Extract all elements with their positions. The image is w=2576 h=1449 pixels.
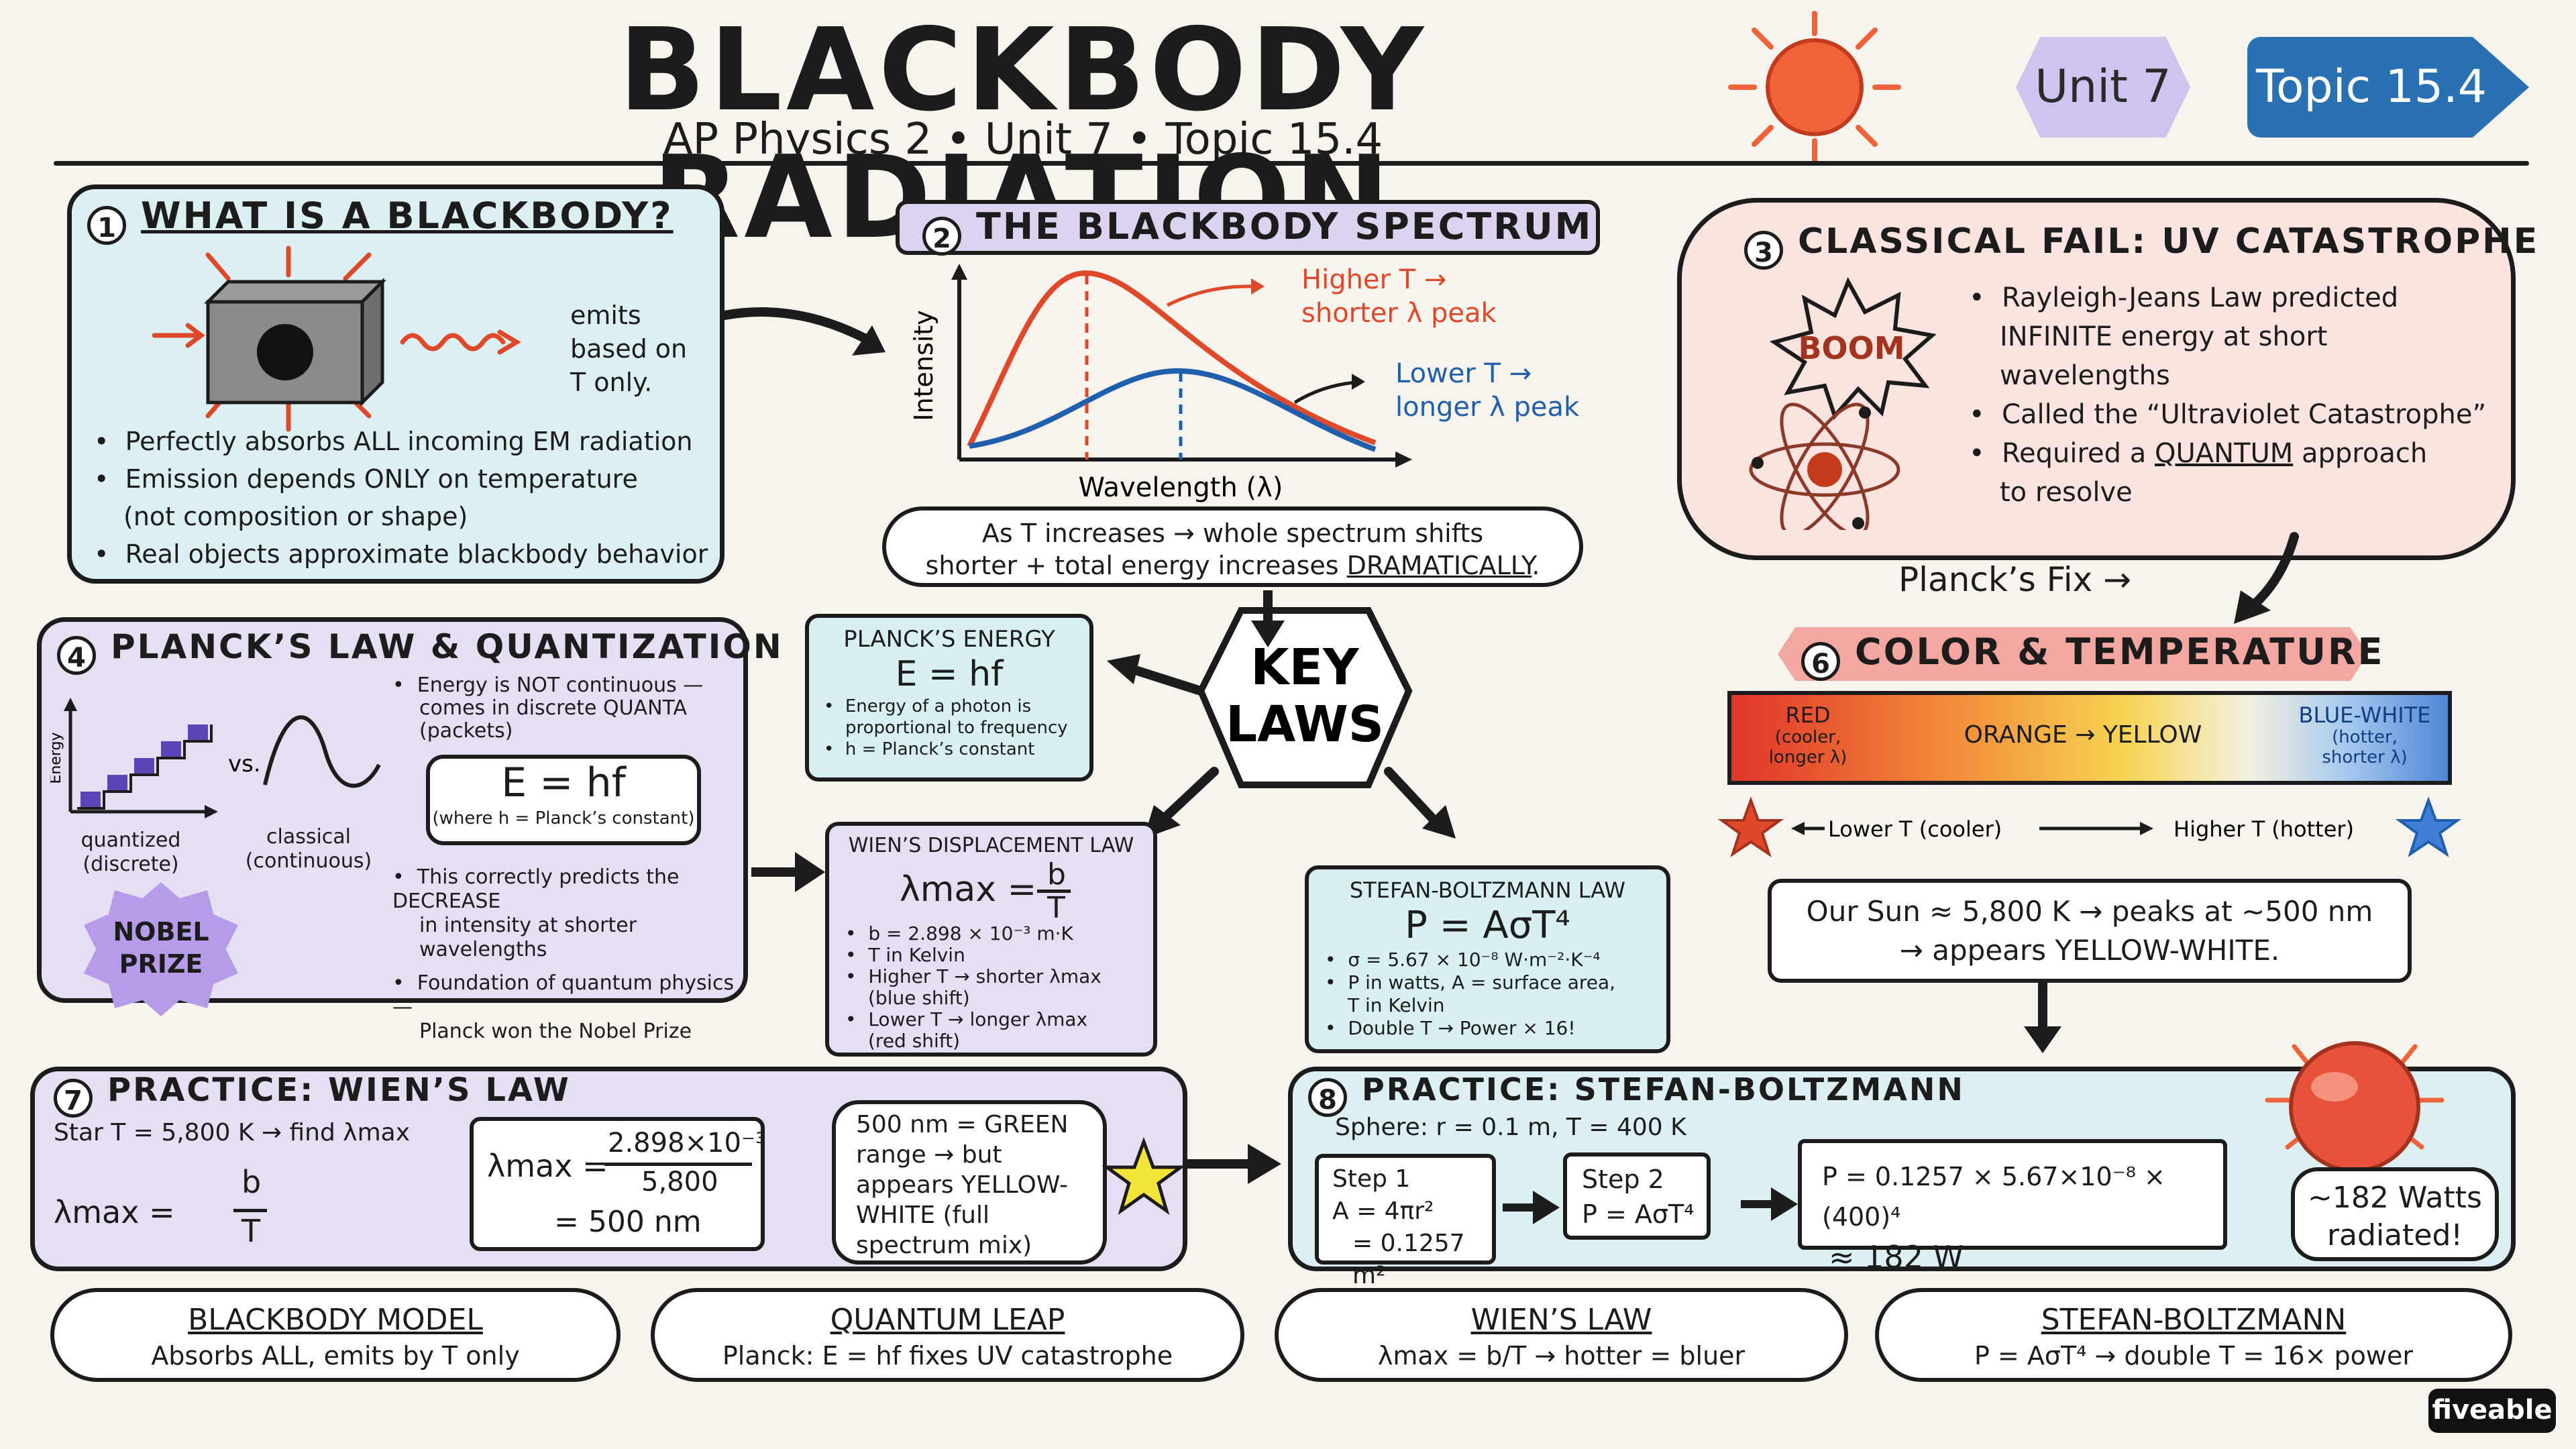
section-header-banner xyxy=(896,200,1600,255)
result-bubble: ~182 Watts radiated! xyxy=(2291,1167,2499,1261)
section-number: 8 xyxy=(1308,1077,1347,1117)
higher-t-label: Higher T → xyxy=(1301,264,1446,295)
key-laws-hub: KEY LAWS xyxy=(1107,590,1456,839)
bullet: • Real objects approximate blackbody beh… xyxy=(94,539,708,569)
spectrum-note: As T increases → whole spectrum shifts s… xyxy=(882,506,1583,587)
energy-axis-label: Energy xyxy=(50,732,64,784)
higher-t-label: Higher T (hotter) xyxy=(2174,816,2354,842)
bullet: • Emission depends ONLY on temperature xyxy=(94,464,638,494)
key-laws-label: KEY xyxy=(1250,639,1360,696)
chart-ylabel: Intensity xyxy=(909,310,938,421)
wien-formula: λmax = b T xyxy=(54,1161,282,1249)
emits-label: emits xyxy=(570,301,641,330)
summary-card: STEFAN-BOLTZMANN P = AσT⁴ → double T = 1… xyxy=(1875,1288,2512,1382)
boom-atom-icon: BOOM xyxy=(1749,277,1937,530)
wien-law-card: WIEN’S DISPLACEMENT LAW λmax = b T • b =… xyxy=(825,822,1157,1057)
section-number: 6 xyxy=(1801,641,1840,681)
arrow-icon xyxy=(2234,532,2299,624)
section-number: 7 xyxy=(54,1078,93,1118)
arrow-icon xyxy=(720,307,885,356)
topic-tag xyxy=(2247,37,2529,138)
fiveable-logo: fiveable xyxy=(2428,1389,2556,1433)
page-subtitle: AP Physics 2 • Unit 7 • Topic 15.4 xyxy=(663,115,1383,164)
step-2-box: Step 2 P = AσT⁴ xyxy=(1563,1152,1711,1240)
quantization-graph: Energy vs. xyxy=(50,698,381,818)
emits-label: T only. xyxy=(570,368,653,397)
spectrum-chart: Intensity Wavelength (λ) Higher T → shor… xyxy=(909,264,1580,503)
sun-icon xyxy=(1728,11,1901,164)
summary-card: BLACKBODY MODEL Absorbs ALL, emits by T … xyxy=(50,1288,621,1382)
blackbody-cavity-icon xyxy=(152,246,521,432)
star-icon xyxy=(1102,1136,1186,1216)
wien-note-bubble: 500 nm = GREEN range → but appears YELLO… xyxy=(832,1100,1107,1265)
section-what-is-blackbody xyxy=(67,184,724,584)
bullet: (not composition or shape) xyxy=(123,502,468,531)
section-title: COLOR & TEMPERATURE xyxy=(1855,631,2385,673)
section-title: WHAT IS A BLACKBODY? xyxy=(141,195,674,237)
section-number: 3 xyxy=(1744,230,1783,270)
arrow-icon xyxy=(751,852,825,892)
arrow-icon xyxy=(2024,983,2061,1053)
summary-card: QUANTUM LEAP Planck: E = hf fixes UV cat… xyxy=(651,1288,1244,1382)
summary-card: WIEN’S LAW λmax = b/T → hotter = bluer xyxy=(1275,1288,1848,1382)
blue-star-icon xyxy=(2395,796,2462,857)
emits-label: based on xyxy=(570,334,688,364)
arrow-icon xyxy=(1503,1191,1560,1224)
unit-tag xyxy=(2016,37,2190,138)
wien-calculation-box: λmax = 2.898×10⁻³ 5,800 = 500 nm xyxy=(470,1117,766,1251)
page-title: BLACKBODY RADIATION xyxy=(619,4,1428,264)
color-temperature-bar xyxy=(1727,691,2452,785)
section-number: 1 xyxy=(87,205,126,245)
plancks-fix-label: Planck’s Fix → xyxy=(1898,560,2132,599)
planck-formula-box: E = hf (where h = Planck’s constant) xyxy=(426,755,701,845)
key-laws-label: LAWS xyxy=(1226,696,1384,753)
section-number: 4 xyxy=(57,635,96,675)
stefan-boltzmann-card: STEFAN-BOLTZMANN LAW P = AσT⁴ • σ = 5.67… xyxy=(1305,865,1670,1053)
section-title: CLASSICAL FAIL: UV CATASTROPHE xyxy=(1798,221,2540,262)
unit-tag-label: Unit 7 xyxy=(2035,60,2171,113)
section-title: THE BLACKBODY SPECTRUM xyxy=(976,205,1593,248)
section-title: PRACTICE: STEFAN-BOLTZMANN xyxy=(1362,1071,1965,1108)
red-star-icon xyxy=(1717,796,1784,857)
lower-t-label: Lower T → xyxy=(1395,358,1532,389)
section-title: PRACTICE: WIEN’S LAW xyxy=(107,1071,571,1109)
sun-note: Our Sun ≈ 5,800 K → peaks at ~500 nm → a… xyxy=(1768,879,2412,983)
bullet: • Perfectly absorbs ALL incoming EM radi… xyxy=(94,427,693,456)
arrow-icon xyxy=(1187,1144,1281,1184)
section-title: PLANCK’S LAW & QUANTIZATION xyxy=(111,627,784,666)
stefan-calculation-box: P = 0.1257 × 5.67×10⁻⁸ × (400)⁴ ≈ 182 W xyxy=(1798,1139,2227,1275)
section-header-banner xyxy=(1778,627,2368,681)
step-1-box: Step 1 A = 4πr² = 0.1257 m² xyxy=(1315,1154,1496,1289)
arrow-icon xyxy=(1251,590,1285,647)
temperature-axis: Lower T (cooler) Higher T (hotter) xyxy=(1717,796,2462,857)
header-divider xyxy=(54,161,2529,166)
topic-tag-label: Topic 15.4 xyxy=(2255,60,2487,113)
section-number: 2 xyxy=(922,216,961,256)
boom-label: BOOM xyxy=(1798,330,1904,366)
lower-t-label: longer λ peak xyxy=(1395,392,1580,423)
higher-t-label: shorter λ peak xyxy=(1301,298,1497,329)
plancks-energy-card: PLANCK’S ENERGY E = hf • Energy of a pho… xyxy=(805,614,1093,782)
arrow-icon xyxy=(1741,1187,1798,1221)
chart-xlabel: Wavelength (λ) xyxy=(1079,472,1283,503)
vs-label: vs. xyxy=(228,751,261,777)
lower-t-label: Lower T (cooler) xyxy=(1828,816,2002,842)
